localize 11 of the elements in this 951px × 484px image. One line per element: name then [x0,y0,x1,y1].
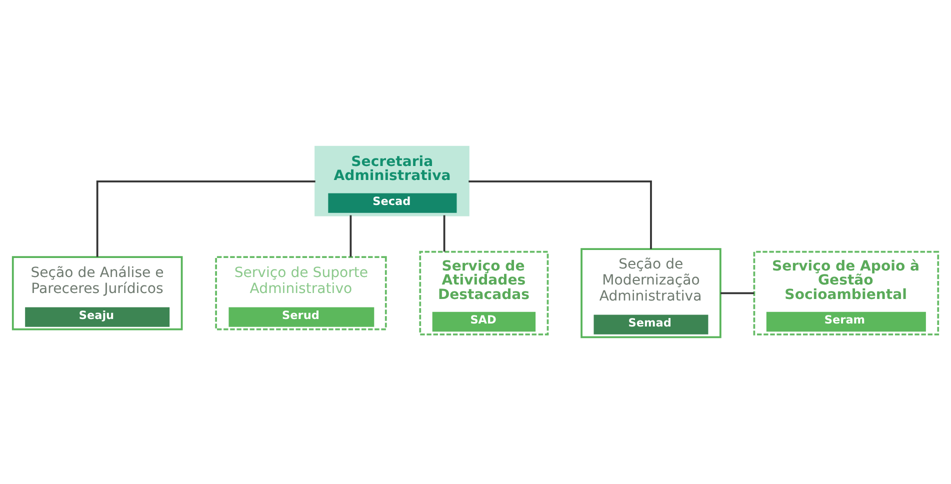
node-box: Serviço de Atividades Destacadas SAD [419,250,549,336]
node-box: Seção de Modernização Administrativa Semad [580,248,722,338]
connector [350,215,352,257]
connector [96,180,316,257]
node-box: Serviço de Apoio à Gestão Socioambiental Seram [753,250,940,336]
node-box: Secretaria Administrativa Secad [314,146,470,216]
connector [443,215,446,252]
node-box: Serviço de Suporte Administrativo Serud [215,256,387,330]
connector [468,180,652,249]
connector [720,292,754,294]
node-box: Seção de Análise e Pareceres Jurídicos Seaju [12,256,183,330]
